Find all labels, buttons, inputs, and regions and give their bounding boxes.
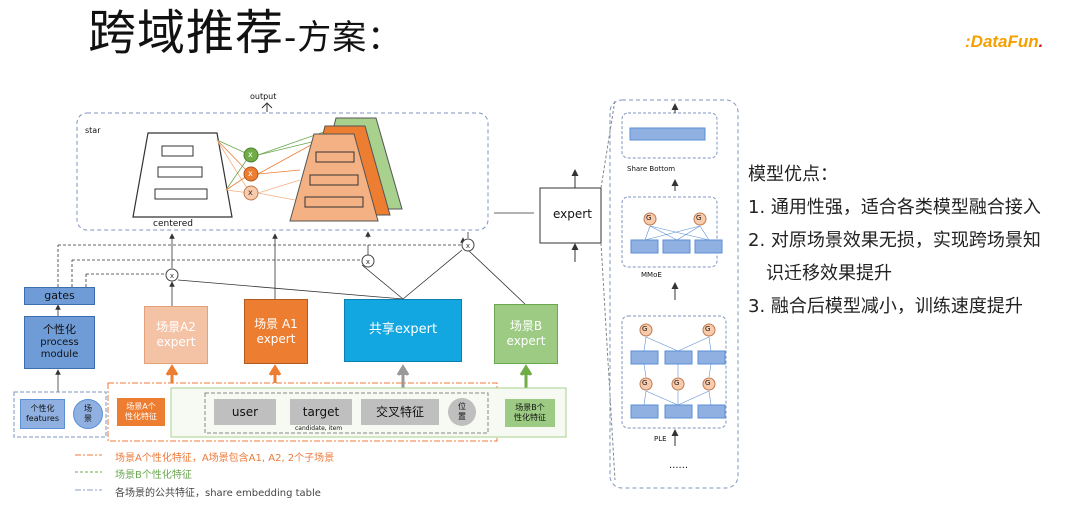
target-feature: target — [290, 399, 352, 425]
gate-g-label: G — [642, 325, 648, 333]
gate-x-label: x — [248, 150, 253, 159]
svg-text:x: x — [366, 258, 370, 266]
legend-scene-b: 场景B个性化特征 — [115, 470, 192, 481]
gate-g-label: G — [674, 379, 680, 387]
advantage-item: 3. 融合后模型减小，训练速度提升 — [748, 296, 1023, 317]
gate-g-label: G — [705, 325, 711, 333]
advantages-title: 模型优点： — [748, 164, 838, 185]
page-title: 跨域推荐-方案： — [88, 2, 402, 69]
gate-g-label: G — [642, 379, 648, 387]
personal-process-module: 个性化 process module — [24, 316, 95, 369]
cross-feature: 交叉特征 — [361, 399, 439, 425]
gate-x-label: x — [248, 169, 253, 178]
more-label: ...... — [669, 460, 689, 471]
legend-scene-a: 场景A个性化特征，A场景包含A1, A2, 2个子场景 — [115, 453, 335, 464]
gate-g-label: G — [696, 214, 702, 222]
star-label: star — [85, 126, 101, 135]
advantage-item: 2. 对原场景效果无损，实现跨场景知 — [748, 230, 1041, 251]
scene-feature: 场景 — [73, 399, 103, 429]
gate-x-label: x — [248, 188, 253, 197]
share-bottom-label: Share Bottom — [627, 165, 676, 173]
ple-label: PLE — [654, 435, 667, 443]
shared-expert: 共享expert — [344, 299, 462, 362]
output-label: output — [250, 92, 277, 101]
mmoe-label: MMoE — [641, 271, 662, 279]
position-feature: 位置 — [448, 398, 476, 426]
datafun-logo: :DataFun. — [965, 32, 1044, 51]
advantages-list: 模型优点： 1. 通用性强，适合各类模型融合接入 2. 对原场景效果无损，实现跨… — [748, 158, 1041, 323]
scene-b-personal-features: 场景B个性化特征 — [505, 399, 555, 427]
gate-x-label: x — [170, 272, 174, 280]
expert-label: expert — [553, 207, 592, 221]
advantage-item: 1. 通用性强，适合各类模型融合接入 — [748, 197, 1041, 218]
gates-box: gates — [24, 287, 95, 305]
output-arrow — [261, 102, 273, 112]
scene-a-personal-features: 场景A个性化特征 — [117, 398, 165, 426]
gate-g-label: G — [705, 379, 711, 387]
centered-label: centered — [153, 219, 194, 229]
target-sub-label: candidate, item — [295, 425, 343, 432]
title-main: 跨域推荐 — [88, 5, 285, 61]
legend-shared: 各场景的公共特征，share embedding table — [115, 488, 321, 499]
gate-g-label: G — [646, 214, 652, 222]
star-region — [76, 112, 489, 231]
title-sub: -方案： — [284, 18, 403, 58]
user-feature: user — [214, 399, 276, 425]
svg-text:x: x — [466, 242, 470, 250]
advantage-item: 识迁移效果提升 — [766, 263, 892, 284]
